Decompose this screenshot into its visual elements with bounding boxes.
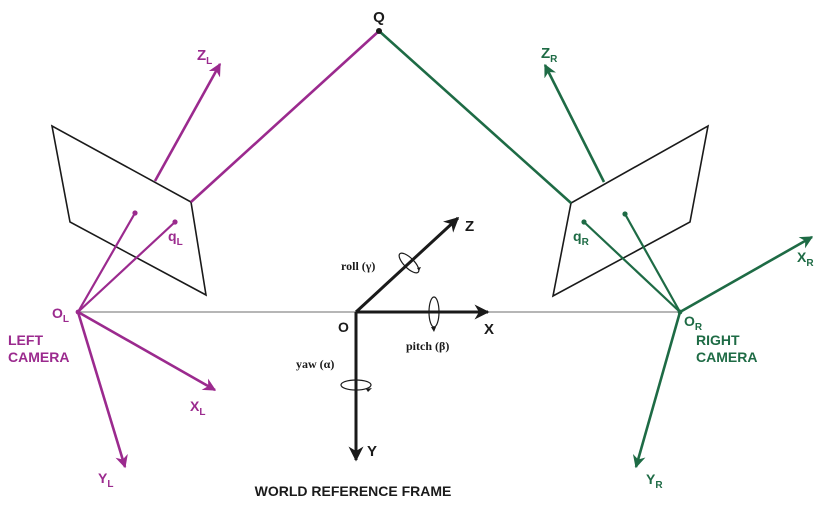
right-camera-origin <box>677 309 683 315</box>
left-ray-to-q <box>190 30 380 203</box>
yaw-rotation-icon <box>340 379 372 392</box>
right-z-label: ZR <box>541 45 558 65</box>
left-camera-name-line2: CAMERA <box>8 349 69 365</box>
right-image-point <box>581 219 587 225</box>
left-image-plane <box>50 124 208 297</box>
right-z-axis <box>543 63 606 183</box>
world-frame <box>340 216 490 462</box>
left-z-label: ZL <box>197 47 212 67</box>
pitch-rotation-icon <box>428 296 440 332</box>
left-y-axis <box>76 311 128 469</box>
left-camera <box>50 30 380 469</box>
right-image-point-label: qR <box>573 228 590 248</box>
right-ray-to-qR <box>583 221 681 313</box>
world-z-axis <box>354 216 460 314</box>
right-ray-to-q <box>378 30 572 204</box>
left-camera-origin <box>75 309 81 315</box>
left-x-axis <box>77 310 217 392</box>
right-x-axis <box>679 235 814 314</box>
left-image-point-label: qL <box>168 228 183 248</box>
left-x-label: XL <box>190 398 205 418</box>
right-origin-label: OR <box>684 313 703 333</box>
left-image-point <box>172 219 178 225</box>
left-optical-axis <box>77 212 136 313</box>
world-origin-label: O <box>338 319 349 335</box>
right-x-label: XR <box>797 249 814 269</box>
right-camera-name-line2: CAMERA <box>696 349 757 365</box>
roll-label: roll (γ) <box>341 259 375 273</box>
right-y-label: YR <box>646 471 663 491</box>
world-caption: WORLD REFERENCE FRAME <box>255 483 452 499</box>
left-principal-point <box>132 210 138 216</box>
right-principal-point <box>622 211 628 217</box>
right-y-axis <box>632 311 682 469</box>
world-z-label: Z <box>465 218 474 235</box>
world-y-label: Y <box>367 443 377 460</box>
left-camera-name-line1: LEFT <box>8 332 43 348</box>
left-y-label: YL <box>98 470 113 490</box>
pitch-label: pitch (β) <box>406 339 449 353</box>
left-origin-label: OL <box>52 305 69 325</box>
left-z-axis <box>153 62 222 182</box>
right-image-plane <box>551 124 710 298</box>
right-camera <box>378 30 814 469</box>
point-q <box>376 28 382 34</box>
right-camera-name-line1: RIGHT <box>696 332 740 348</box>
roll-rotation-icon <box>398 252 421 274</box>
point-q-label: Q <box>373 9 385 26</box>
right-optical-axis <box>624 213 681 313</box>
world-x-label: X <box>484 321 494 338</box>
yaw-label: yaw (α) <box>296 357 334 371</box>
left-ray-to-qL <box>77 221 176 313</box>
